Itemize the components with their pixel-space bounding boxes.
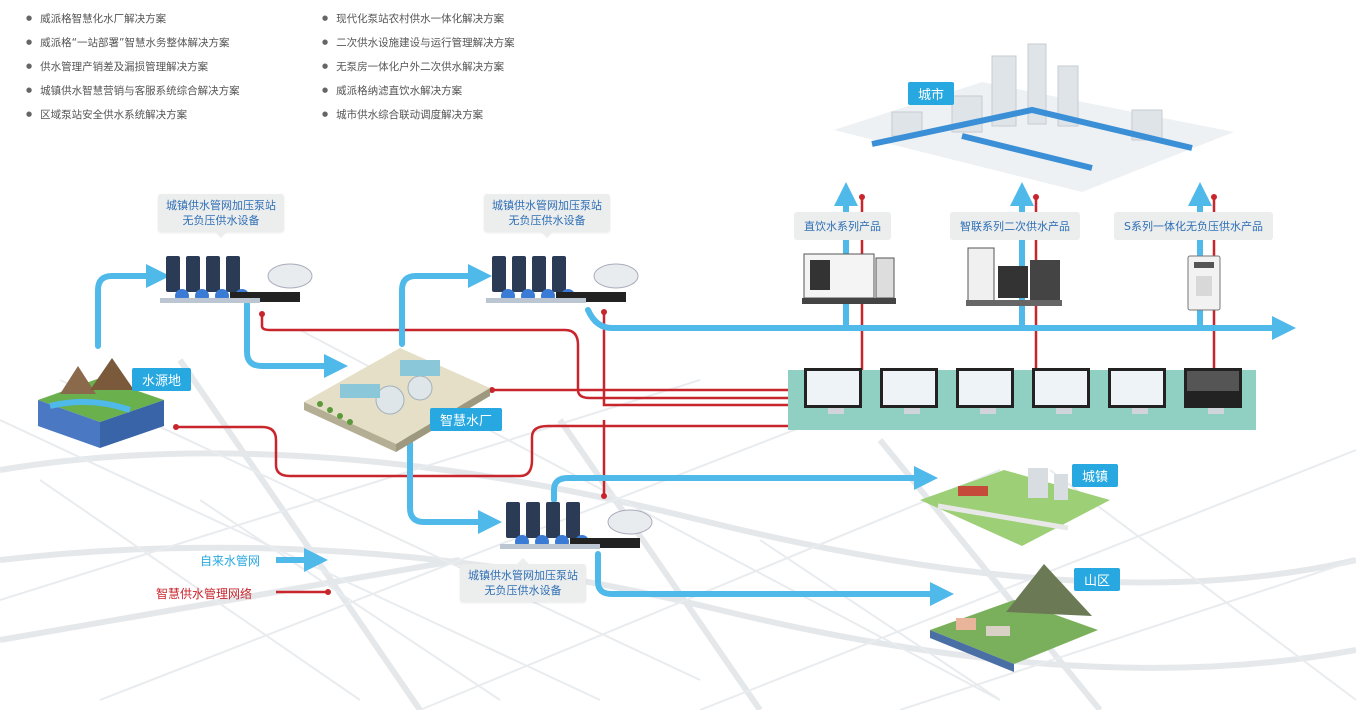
place-label-mountain: 山区 [1074,568,1121,591]
solution-item: 威派格智慧化水厂解决方案 [26,8,240,32]
mountain-illustration [930,564,1098,672]
solution-item: 供水管理产销差及漏损管理解决方案 [26,56,240,80]
water-plant-illustration [304,348,490,452]
solution-list-right: 现代化泵站农村供水一体化解决方案 二次供水设施建设与运行管理解决方案 无泵房一体… [322,8,515,128]
solution-item: 威派格纳滤直饮水解决方案 [322,80,515,104]
city-illustration [834,43,1234,192]
solution-item: 城镇供水智慧营销与客服系统综合解决方案 [26,80,240,104]
smart-network-nodes [173,194,1217,499]
pump-station-callout-2: 城镇供水管网加压泵站 无负压供水设备 [484,194,610,238]
solution-item: 区域泵站安全供水系统解决方案 [26,104,240,128]
solution-item: 威派格“一站部署”智慧水务整体解决方案 [26,32,240,56]
product-label-s-series: S系列一体化无负压供水产品 [1114,212,1273,240]
place-label-water-plant: 智慧水厂 [430,408,503,431]
s-series-product-illustration [1187,255,1221,311]
direct-drinking-product-illustration [802,253,896,304]
place-label-water-source: 水源地 [132,368,192,391]
place-label-town: 城镇 [1072,464,1119,487]
pump-station-callout-3: 城镇供水管网加压泵站 无负压供水设备 [460,558,586,602]
product-label-direct-drinking: 直饮水系列产品 [794,212,891,240]
solution-list-left: 威派格智慧化水厂解决方案 威派格“一站部署”智慧水务整体解决方案 供水管理产销差… [26,8,240,128]
water-source-illustration [38,358,164,448]
callout-line1: 城镇供水管网加压泵站 [166,199,276,212]
legend-smart-network-label: 智慧供水管理网络 [156,587,253,601]
pump-station-illustration-2 [486,256,639,303]
solution-item: 城市供水综合联动调度解决方案 [322,104,515,128]
callout-line2: 无负压供水设备 [484,584,562,597]
legend-water-network-label: 自来水管网 [200,554,261,568]
pump-station-illustration-1 [160,256,313,303]
solution-item: 现代化泵站农村供水一体化解决方案 [322,8,515,32]
place-label-city: 城市 [908,82,955,105]
monitoring-platform [788,368,1256,430]
callout-line1: 城镇供水管网加压泵站 [492,199,602,212]
callout-line2: 无负压供水设备 [182,214,260,227]
product-label-smart-secondary: 智联系列二次供水产品 [950,212,1080,240]
pump-station-illustration-3 [500,502,653,549]
callout-line2: 无负压供水设备 [508,214,586,227]
solution-item: 二次供水设施建设与运行管理解决方案 [322,32,515,56]
callout-line1: 城镇供水管网加压泵站 [468,569,578,582]
town-illustration [920,468,1110,546]
pump-station-callout-1: 城镇供水管网加压泵站 无负压供水设备 [158,194,284,238]
smart-secondary-supply-product-illustration [966,247,1062,306]
solution-item: 无泵房一体化户外二次供水解决方案 [322,56,515,80]
legend-smart-line [276,589,331,595]
